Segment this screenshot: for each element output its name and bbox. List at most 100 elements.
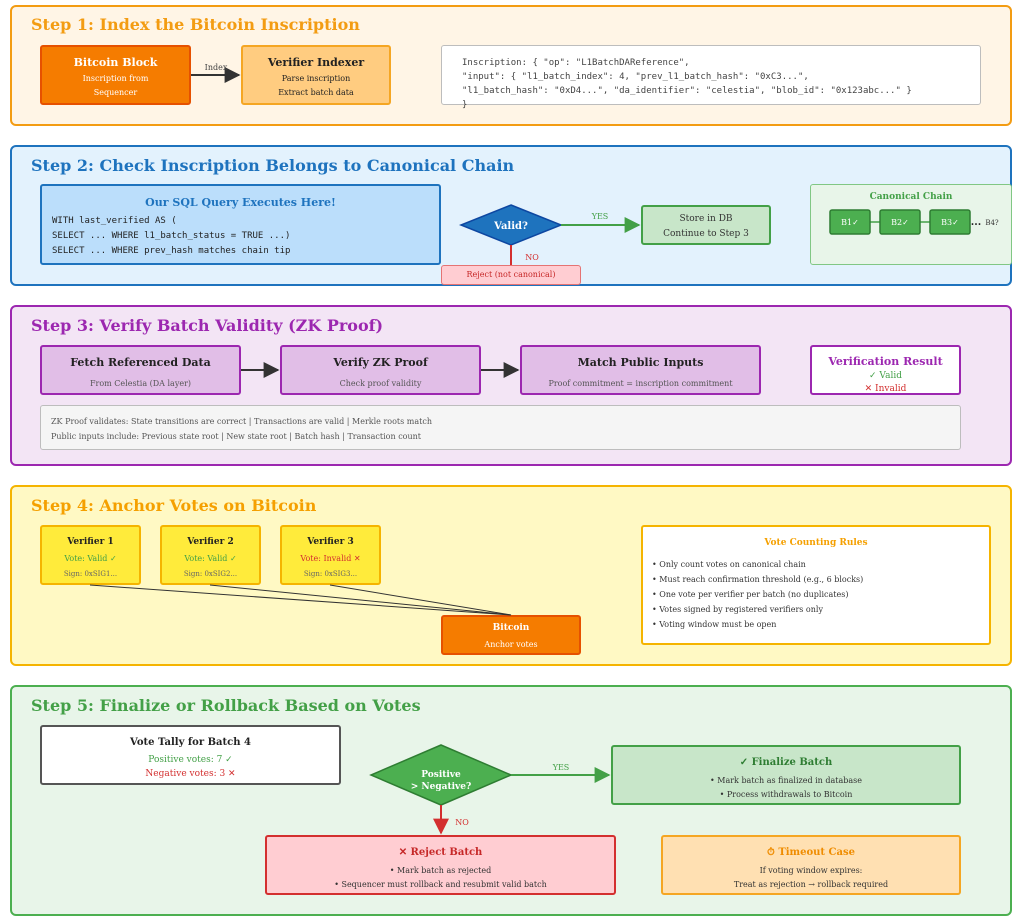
inscription-line-4: }: [462, 100, 468, 110]
chain-block-3: [929, 209, 971, 235]
reject-batch-line1: • Mark batch as rejected: [389, 866, 492, 875]
bitcoin-anchor-title: Bitcoin: [492, 623, 530, 633]
vote-rules-box: Vote Counting Rules • Only count votes o…: [641, 525, 991, 645]
verifier-1-box: Verifier 1 Vote: Valid ✓ Sign: 0xSIG1...: [40, 525, 141, 585]
step4-title: Step 4: Anchor Votes on Bitcoin: [31, 496, 317, 515]
vote-tally-positive: Positive votes: 7 ✓: [148, 755, 233, 765]
verifier-3-sig: Sign: 0xSIG3...: [303, 570, 358, 578]
verifier-3-box: Verifier 3 Vote: Invalid ✕ Sign: 0xSIG3.…: [280, 525, 381, 585]
zk-note-box: ZK Proof validates: State transitions ar…: [40, 405, 961, 450]
timeout-case-box: ⏱ Timeout Case If voting window expires:…: [661, 835, 961, 895]
finalize-title: ✓ Finalize Batch: [739, 757, 833, 768]
sql-line-3: SELECT ... WHERE prev_hash matches chain…: [52, 246, 291, 256]
vote-rule-1: • Only count votes on canonical chain: [652, 560, 806, 569]
vote-rule-3: • One vote per verifier per batch (no du…: [652, 590, 849, 599]
yes-label-step2: YES: [591, 212, 609, 221]
index-arrow-label: Index: [205, 63, 228, 72]
verifier-indexer-box: Verifier Indexer Parse inscription Extra…: [241, 45, 391, 105]
chain-block-3-label: B3✓: [941, 218, 959, 227]
vote-rules-title: Vote Counting Rules: [764, 538, 868, 548]
verifier-3-title: Verifier 3: [307, 537, 354, 547]
timeout-title: ⏱ Timeout Case: [767, 847, 855, 858]
verifier-1-sig: Sign: 0xSIG1...: [63, 570, 118, 578]
step1-title: Step 1: Index the Bitcoin Inscription: [31, 15, 360, 34]
fetch-data-box: Fetch Referenced Data From Celestia (DA …: [40, 345, 241, 395]
chain-block-1-label: B1✓: [841, 218, 859, 227]
vote-tally-box: Vote Tally for Batch 4 Positive votes: 7…: [40, 725, 341, 785]
sql-query-box: Our SQL Query Executes Here! WITH last_v…: [40, 184, 441, 265]
bitcoin-block-line2: Sequencer: [93, 88, 138, 97]
result-valid: ✓ Valid: [869, 371, 902, 381]
sql-line-1: WITH last_verified AS (: [52, 216, 177, 226]
reject-batch-line2: • Sequencer must rollback and resubmit v…: [334, 880, 547, 889]
chain-block-2-label: B2✓: [891, 218, 909, 227]
bitcoin-anchor-sub: Anchor votes: [484, 640, 538, 649]
vote-rule-2: • Must reach confirmation threshold (e.g…: [652, 575, 864, 584]
reject-not-canonical-label: Reject (not canonical): [466, 270, 556, 279]
verifier-3-vote-line: [329, 584, 512, 616]
finalize-line2: • Process withdrawals to Bitcoin: [719, 790, 853, 799]
verifier-1-title: Verifier 1: [67, 537, 114, 547]
canonical-chain-title: Canonical Chain: [869, 192, 953, 202]
store-line2: Continue to Step 3: [663, 229, 749, 239]
bitcoin-block-line1: Inscription from: [82, 74, 149, 83]
inscription-line-3: "l1_batch_hash": "0xD4...", "da_identifi…: [462, 86, 912, 96]
no-label-step2: NO: [525, 253, 539, 262]
verification-result-title: Verification Result: [828, 355, 943, 368]
inscription-line-2: "input": { "l1_batch_index": 4, "prev_l1…: [462, 72, 809, 82]
zk-note-line1: ZK Proof validates: State transitions ar…: [51, 417, 432, 426]
bitcoin-block-title: Bitcoin Block: [73, 56, 158, 69]
verifier-2-title: Verifier 2: [187, 537, 234, 547]
votes-decision-line2: > Negative?: [411, 782, 472, 792]
vote-tally-title: Vote Tally for Batch 4: [130, 737, 251, 748]
verifier-2-box: Verifier 2 Vote: Valid ✓ Sign: 0xSIG2...: [160, 525, 261, 585]
vote-tally-negative: Negative votes: 3 ✕: [145, 769, 236, 779]
reject-not-canonical-box: Reject (not canonical): [441, 265, 581, 285]
verification-result-box: Verification Result ✓ Valid ✕ Invalid: [810, 345, 961, 395]
step2-title: Step 2: Check Inscription Belongs to Can…: [31, 156, 515, 175]
verifier-2-sig: Sign: 0xSIG2...: [183, 570, 238, 578]
vote-rule-4: • Votes signed by registered verifiers o…: [652, 605, 823, 614]
fetch-data-title: Fetch Referenced Data: [70, 356, 211, 369]
chain-block-2: [879, 209, 921, 235]
chain-ellipsis: ...: [971, 217, 981, 228]
match-inputs-sub: Proof commitment = inscription commitmen…: [548, 379, 733, 388]
sql-title: Our SQL Query Executes Here!: [145, 196, 336, 209]
step5-title: Step 5: Finalize or Rollback Based on Vo…: [31, 696, 421, 715]
sql-line-2: SELECT ... WHERE l1_batch_status = TRUE …: [52, 231, 291, 241]
result-invalid: ✕ Invalid: [864, 384, 907, 394]
no-label-step5: NO: [455, 818, 469, 827]
verify-zk-box: Verify ZK Proof Check proof validity: [280, 345, 481, 395]
bitcoin-anchor-box: Bitcoin Anchor votes: [441, 615, 581, 655]
timeout-line2: Treat as rejection → rollback required: [733, 880, 889, 889]
verifier-indexer-line2: Extract batch data: [278, 88, 354, 97]
finalize-line1: • Mark batch as finalized in database: [710, 776, 862, 785]
finalize-batch-box: ✓ Finalize Batch • Mark batch as finaliz…: [611, 745, 961, 805]
reject-batch-box: ✕ Reject Batch • Mark batch as rejected …: [265, 835, 616, 895]
chain-next-block: B4?: [985, 219, 999, 227]
verify-zk-title: Verify ZK Proof: [333, 356, 428, 369]
vote-rule-5: • Voting window must be open: [652, 620, 777, 629]
valid-decision-label: Valid?: [493, 221, 528, 232]
verifier-indexer-title: Verifier Indexer: [267, 56, 365, 69]
chain-block-1: [829, 209, 871, 235]
verify-zk-sub: Check proof validity: [339, 379, 422, 388]
verifier-1-vote-line: [89, 584, 512, 616]
store-line1: Store in DB: [679, 214, 733, 224]
verifier-3-vote: Vote: Invalid ✕: [300, 554, 361, 563]
step3-title: Step 3: Verify Batch Validity (ZK Proof): [31, 316, 384, 335]
verifier-2-vote-line: [209, 584, 512, 616]
yes-label-step5: YES: [552, 763, 570, 772]
fetch-data-sub: From Celestia (DA layer): [89, 379, 192, 388]
timeout-line1: If voting window expires:: [759, 866, 863, 875]
store-in-db-box: Store in DB Continue to Step 3: [641, 205, 771, 245]
match-inputs-title: Match Public Inputs: [577, 356, 704, 369]
verifier-1-vote: Vote: Valid ✓: [64, 554, 117, 563]
reject-batch-title: ✕ Reject Batch: [398, 847, 483, 858]
votes-decision-line1: Positive: [421, 770, 461, 780]
verifier-2-vote: Vote: Valid ✓: [184, 554, 237, 563]
bitcoin-block-box: Bitcoin Block Inscription from Sequencer: [40, 45, 191, 105]
match-inputs-box: Match Public Inputs Proof commitment = i…: [520, 345, 761, 395]
inscription-code-box: Inscription: { "op": "L1BatchDAReference…: [441, 45, 981, 110]
